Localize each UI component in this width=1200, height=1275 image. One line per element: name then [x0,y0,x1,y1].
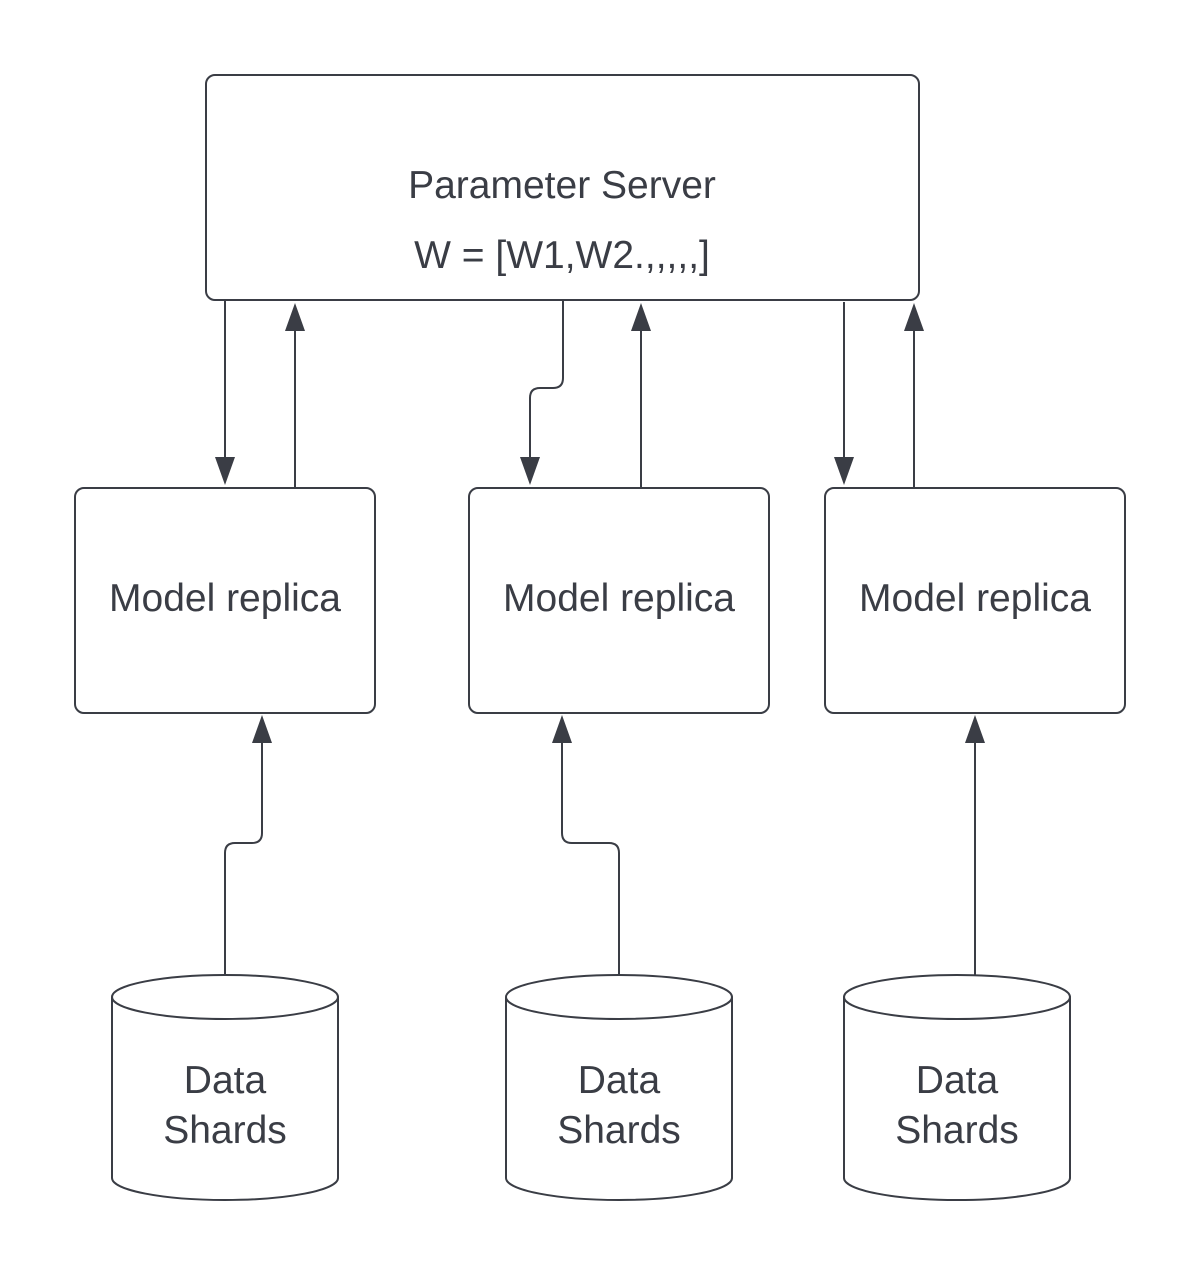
connectors-server-replicas [215,293,924,488]
data-shard-3: Data Shards [843,974,1071,1201]
model-replica-box [74,487,376,714]
model-replica-label: Model replica [109,577,341,620]
arrowhead-up-icon [285,303,305,331]
model-replica-box [824,487,1126,714]
arrowhead-down-icon [215,457,235,485]
parameter-server-title: Parameter Server [408,164,716,207]
model-replica-label: Model replica [503,577,735,620]
arrowhead-up-icon [552,715,572,743]
data-shard-label-line1: Data [184,1059,267,1102]
database-cylinder-icon [843,974,1071,1201]
model-replica-3: Model replica [824,487,1126,714]
arrowhead-up-icon [631,303,651,331]
model-replica-1: Model replica [74,487,376,714]
data-shard-2: Data Shards [505,974,733,1201]
arrowhead-up-icon [904,303,924,331]
parameter-server-box [205,74,920,301]
model-replica-box [468,487,770,714]
model-replica-2: Model replica [468,487,770,714]
cylinder-top-rim [843,996,1071,1020]
arrow-shard-1-to-replica-1 [224,740,263,975]
arrow-server-to-replica-2 [529,293,564,460]
arrowhead-up-icon [965,715,985,743]
parameter-server: Parameter Server W = [W1,W2.,,,,,] [205,74,920,301]
data-shard-1: Data Shards [111,974,339,1201]
data-shard-label-line2: Shards [557,1109,681,1152]
connectors-shards-replicas [224,715,985,975]
arrowhead-up-icon [252,715,272,743]
database-cylinder-icon [111,974,339,1201]
cylinder-top-rim [505,996,733,1020]
cylinder-top-rim [111,996,339,1020]
arrowhead-down-icon [520,457,540,485]
data-shard-label-line1: Data [578,1059,661,1102]
arrowhead-down-icon [834,457,854,485]
data-shard-label-line2: Shards [895,1109,1019,1152]
model-replica-label: Model replica [859,577,1091,620]
parameter-server-weights: W = [W1,W2.,,,,,] [414,234,710,277]
database-cylinder-icon [505,974,733,1201]
arrow-shard-2-to-replica-2 [561,740,620,975]
data-shard-label-line1: Data [916,1059,999,1102]
data-shard-label-line2: Shards [163,1109,287,1152]
